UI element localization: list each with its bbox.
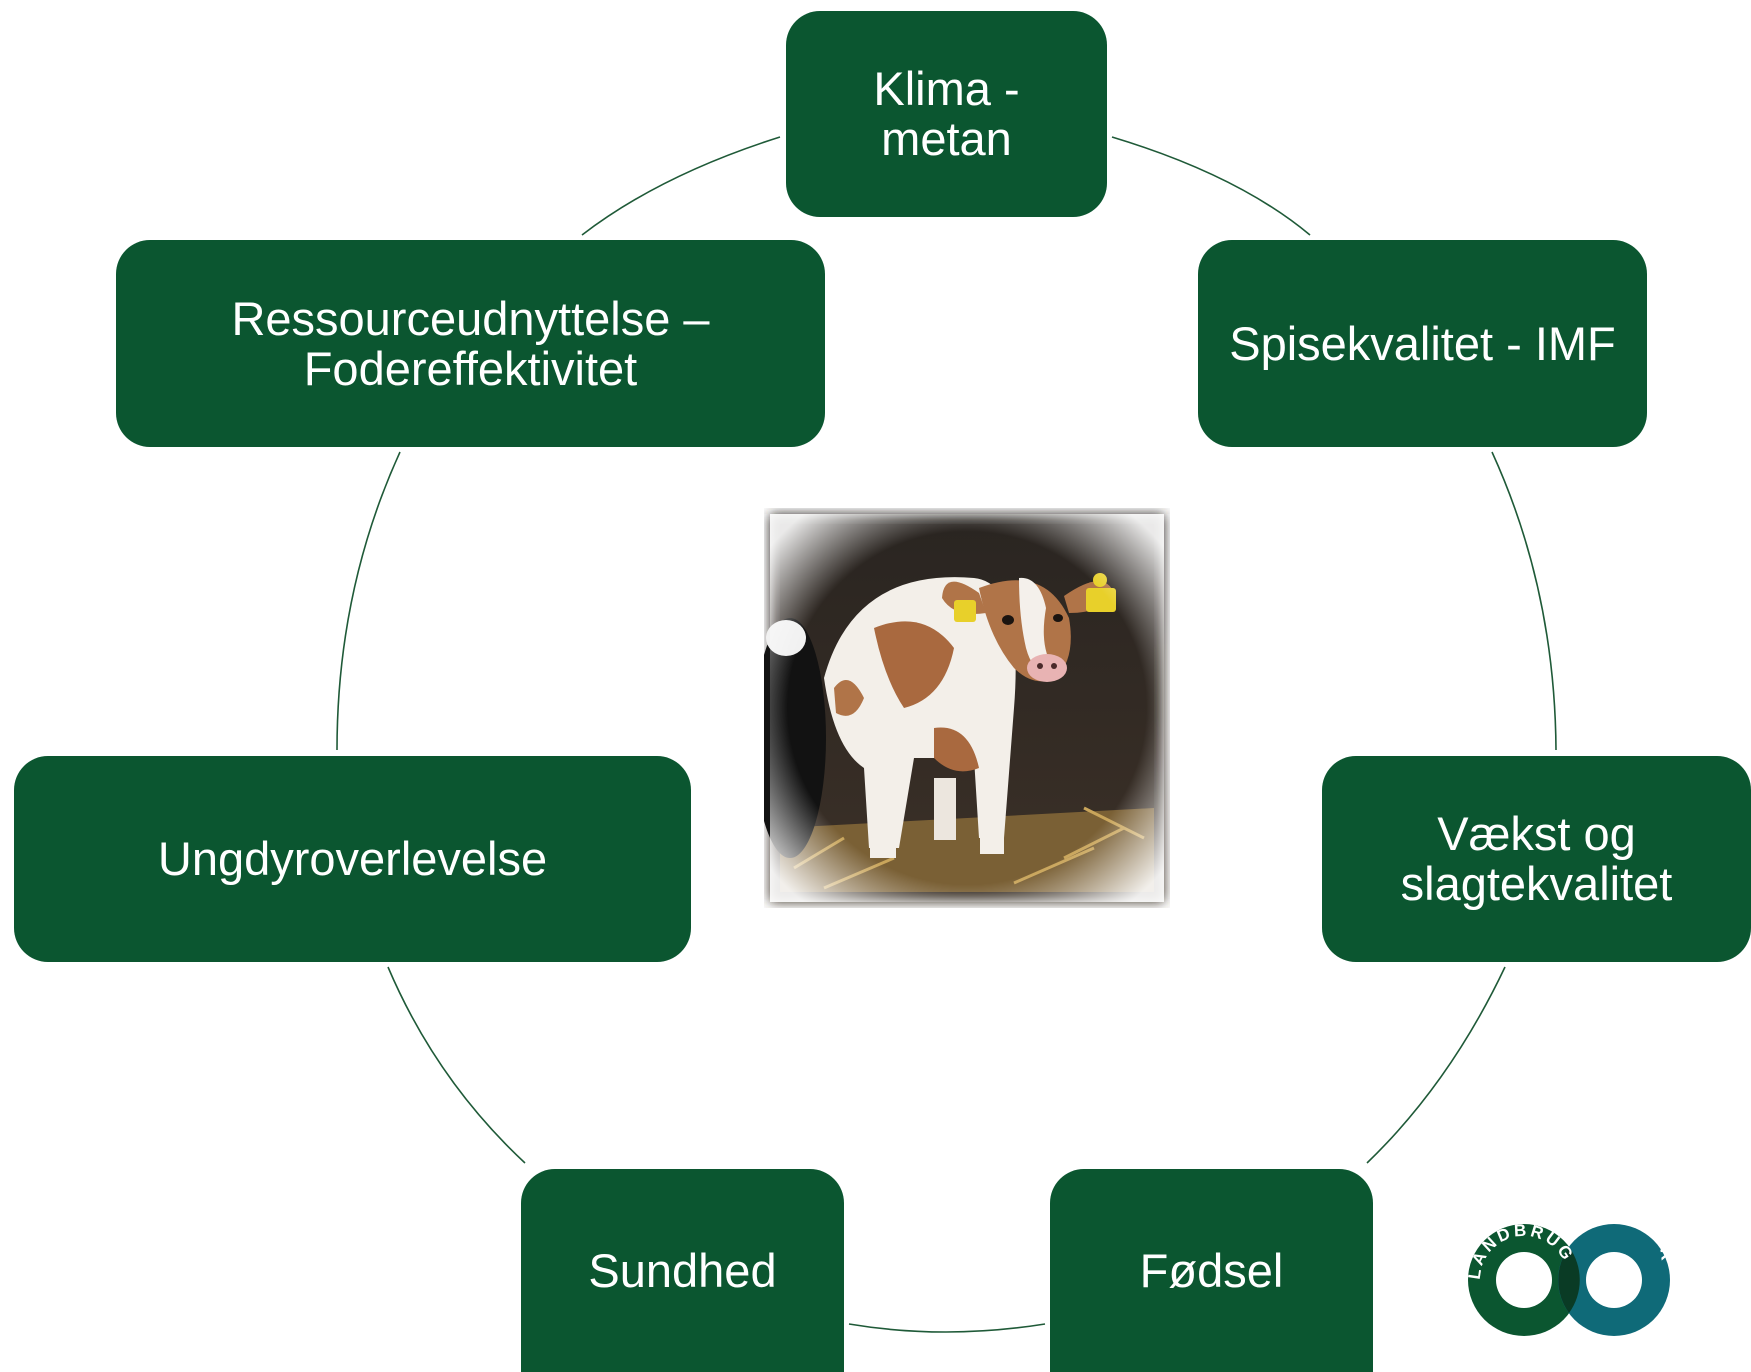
connector-fodsel-sundhed	[848, 1323, 1046, 1333]
node-ungdyroverlevelse: Ungdyroverlevelse	[14, 756, 691, 962]
node-vaekst-slagtekvalitet: Vækst og slagtekvalitet	[1322, 756, 1751, 962]
calf-photo	[764, 514, 1164, 902]
landbrug-fodevarer-logo: LANDBRUG FØDEVARER	[1465, 1214, 1674, 1336]
connector-ress-klima	[581, 136, 781, 236]
connector-sundhed-ungdyr	[387, 966, 526, 1164]
connector-spise-vaekst	[1491, 451, 1557, 751]
node-fodsel: Fødsel	[1050, 1169, 1373, 1372]
connector-klima-spise	[1111, 136, 1311, 236]
connector-vaekst-fodsel	[1366, 966, 1506, 1164]
node-klima-metan: Klima - metan	[786, 11, 1107, 217]
logo-overlap	[1558, 1247, 1580, 1313]
connector-ungdyr-ress	[336, 451, 401, 751]
node-spisekvalitet-imf: Spisekvalitet - IMF	[1198, 240, 1647, 447]
node-ressourceudnyttelse: Ressourceudnyttelse – Fodereffektivitet	[116, 240, 825, 447]
node-sundhed: Sundhed	[521, 1169, 844, 1372]
